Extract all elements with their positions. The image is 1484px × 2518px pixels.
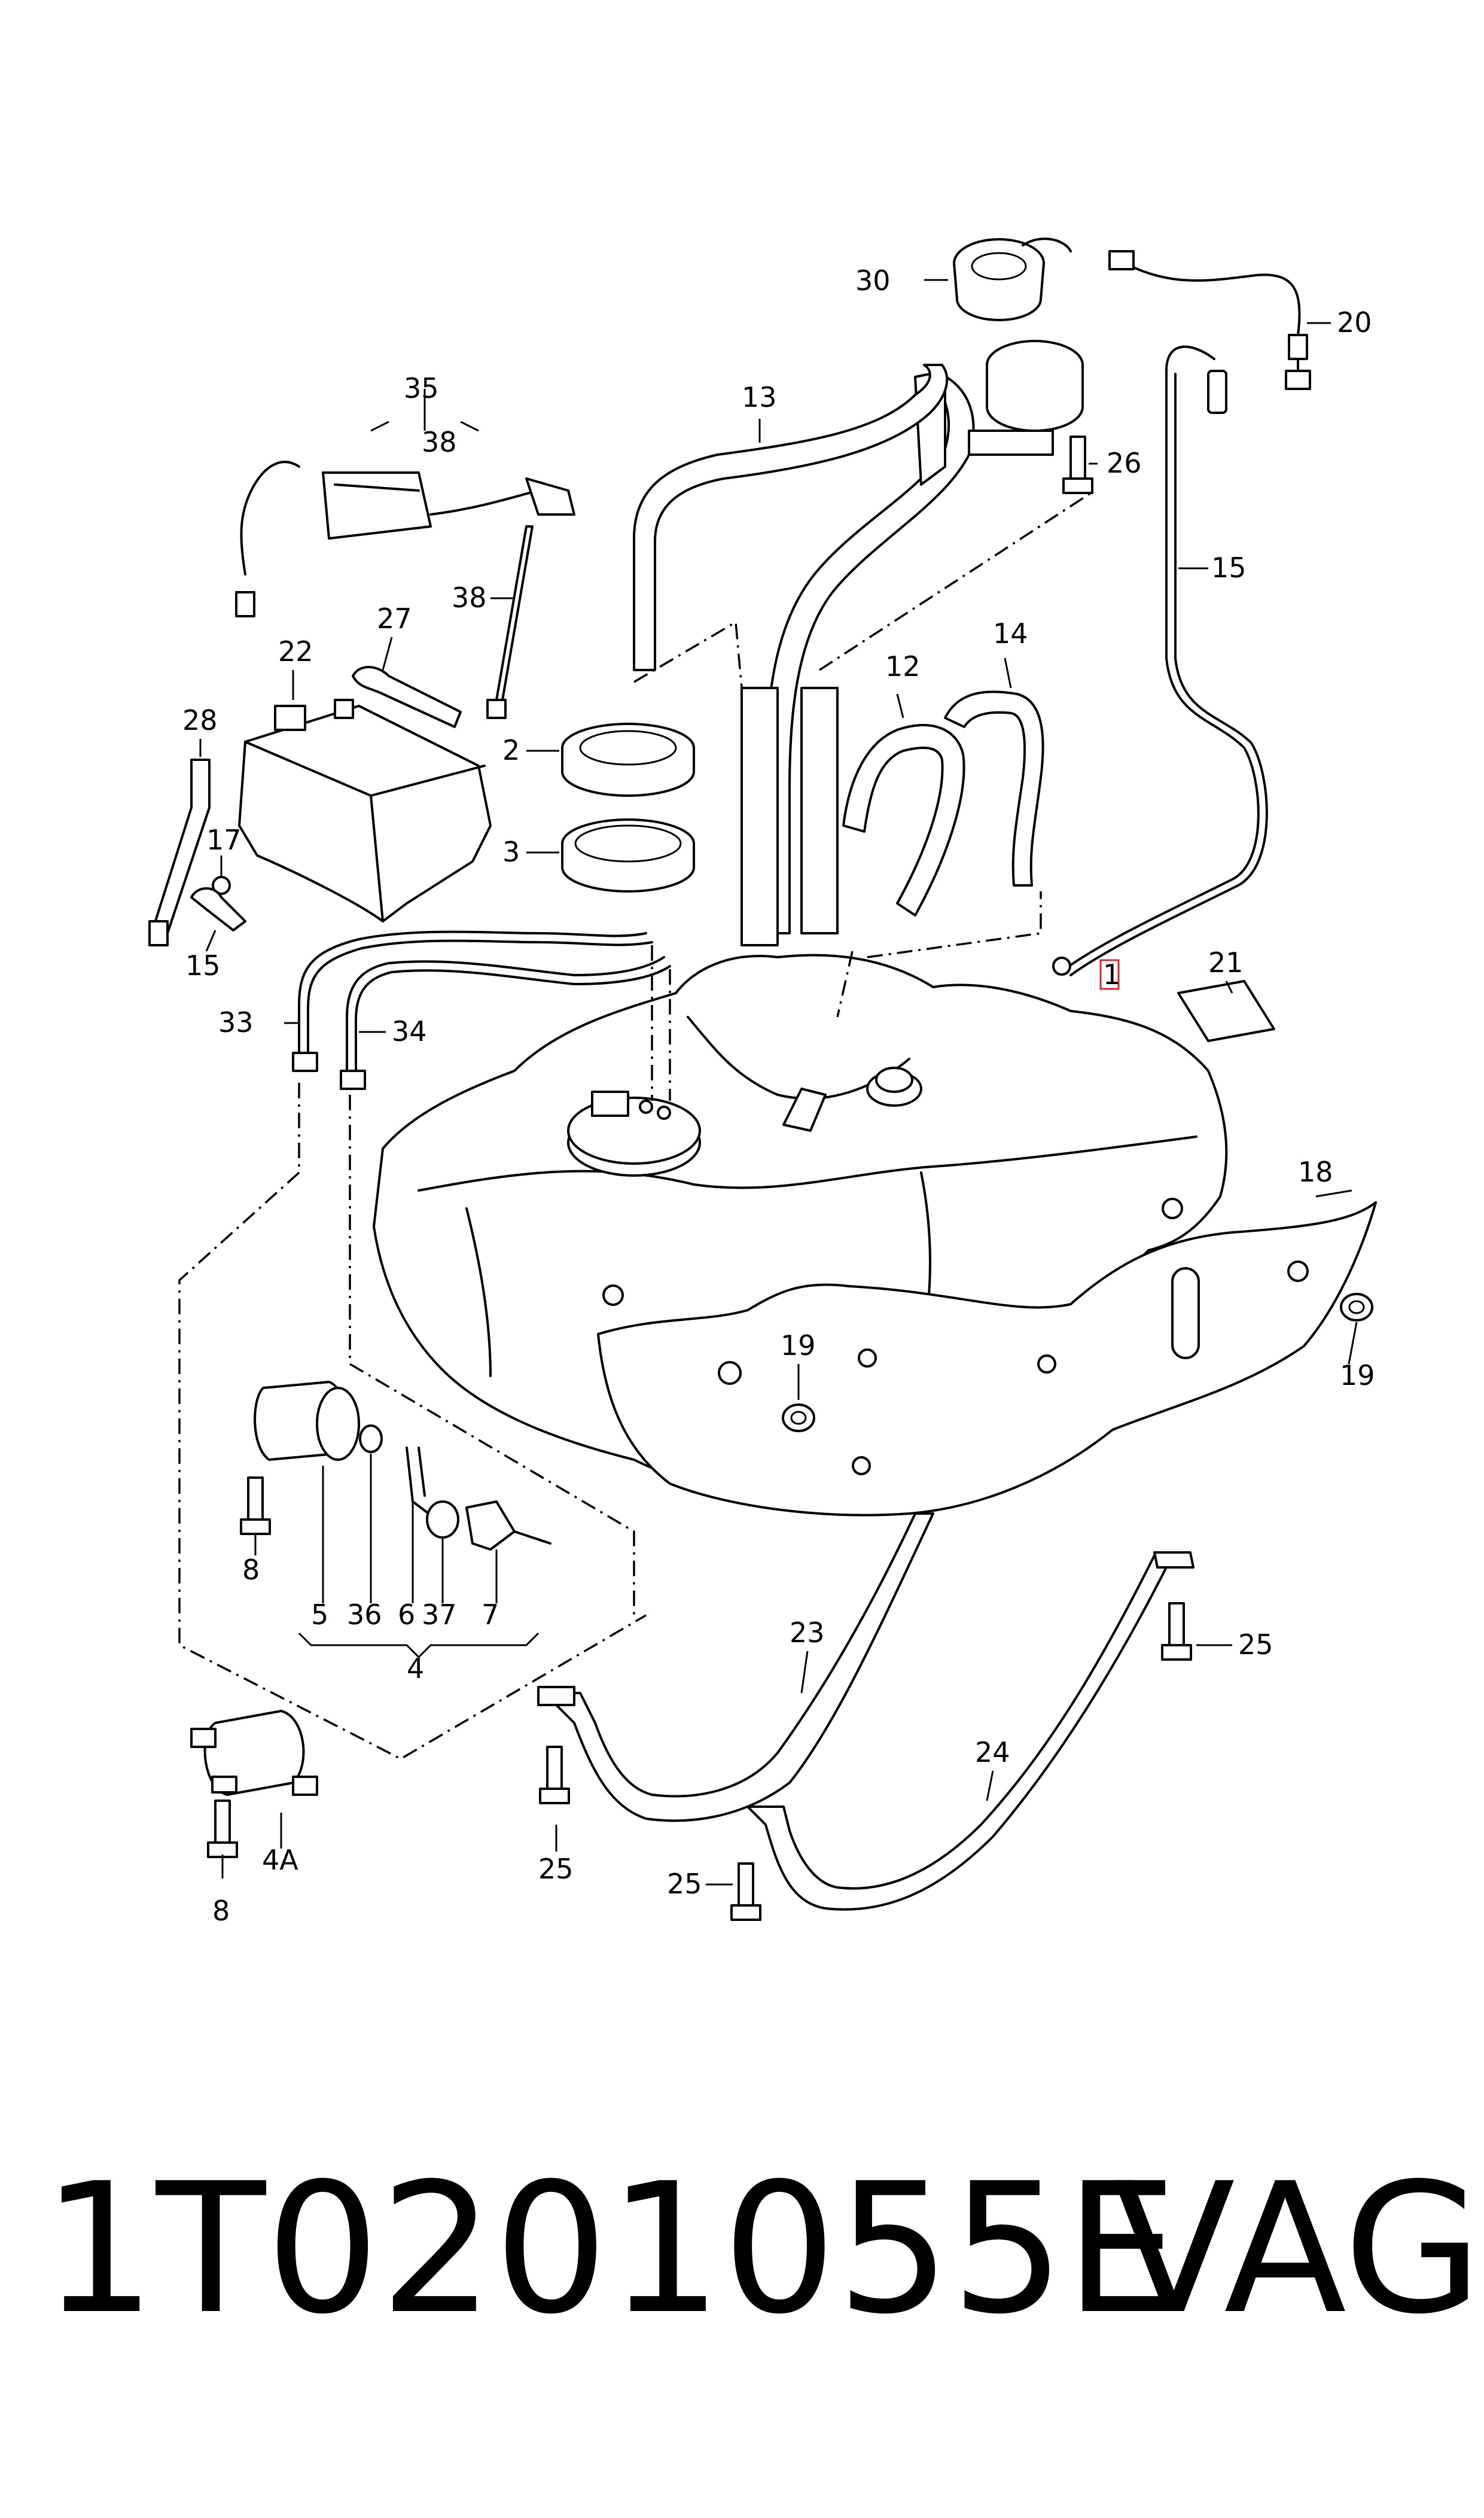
callout-15-left[interactable]: 15 — [185, 949, 221, 982]
callout-33[interactable]: 33 — [218, 1006, 254, 1039]
breather-hose-15[interactable] — [1052, 345, 1268, 976]
connector-15-left[interactable] — [190, 887, 246, 931]
bolt-25-c[interactable] — [1161, 1602, 1192, 1661]
callout-1-highlight — [1099, 959, 1120, 990]
part-number: 1T0201055E — [42, 2145, 1178, 2353]
callout-18[interactable]: 18 — [1298, 1156, 1333, 1188]
callout-15-right[interactable]: 15 — [1211, 552, 1247, 584]
callout-5[interactable]: 5 — [311, 1599, 328, 1631]
heat-shield[interactable] — [597, 1198, 1377, 1517]
bolt-8-lower[interactable] — [207, 1800, 238, 1858]
seal-ring[interactable] — [561, 818, 695, 893]
locking-ring[interactable] — [561, 723, 695, 797]
callout-19-right[interactable]: 19 — [1340, 1359, 1375, 1392]
wiring-harness-20[interactable] — [1108, 250, 1311, 390]
callout-14[interactable]: 14 — [993, 617, 1028, 650]
callout-34[interactable]: 34 — [392, 1015, 427, 1048]
callout-20[interactable]: 20 — [1337, 306, 1372, 339]
callout-8-upper[interactable]: 8 — [242, 1554, 260, 1586]
bolt-26[interactable] — [1062, 436, 1093, 494]
fuel-line-34[interactable] — [340, 956, 671, 1090]
callout-21[interactable]: 21 — [1208, 946, 1244, 979]
callout-1[interactable]: 1 — [1103, 958, 1120, 991]
callout-4[interactable]: 4 — [407, 1652, 424, 1685]
callout-8-lower[interactable]: 8 — [212, 1895, 230, 1927]
callout-7[interactable]: 7 — [482, 1599, 499, 1631]
callout-24[interactable]: 24 — [975, 1736, 1010, 1768]
hose-27[interactable] — [352, 666, 462, 728]
callout-26[interactable]: 26 — [1107, 447, 1142, 479]
callout-25-b[interactable]: 25 — [667, 1868, 702, 1900]
tank-strap-23[interactable] — [537, 1512, 934, 1822]
callout-25-a[interactable]: 25 — [538, 1853, 574, 1885]
adhesive-label[interactable] — [1177, 980, 1275, 1042]
callout-30[interactable]: 30 — [855, 264, 891, 297]
fuel-filter-4a[interactable] — [190, 1710, 318, 1796]
footer: 1T0201055E VAG — [0, 2130, 1484, 2369]
assembly-boundaries — [178, 489, 1095, 1760]
callout-12[interactable]: 12 — [885, 650, 921, 683]
evap-canister[interactable] — [238, 699, 492, 922]
callout-36[interactable]: 36 — [347, 1599, 382, 1631]
clamp-17[interactable] — [212, 876, 231, 895]
callout-27[interactable]: 27 — [377, 602, 412, 635]
callout-35[interactable]: 35 — [404, 372, 439, 404]
callout-13[interactable]: 13 — [742, 381, 777, 413]
grommet-19-right[interactable] — [1340, 1293, 1373, 1322]
filler-cap-housing[interactable] — [953, 238, 1072, 321]
callout-25-c[interactable]: 25 — [1238, 1628, 1273, 1661]
callout-2[interactable]: 2 — [502, 734, 520, 766]
callout-3[interactable]: 3 — [502, 836, 520, 868]
callout-labels: 1 2 3 4 4A 5 6 7 8 8 12 13 14 15 15 17 1… — [182, 264, 1375, 1927]
tank-strap-24[interactable] — [746, 1551, 1194, 1911]
hose-38[interactable] — [486, 525, 534, 719]
callout-23[interactable]: 23 — [790, 1616, 825, 1649]
callout-38-side[interactable]: 38 — [452, 581, 487, 614]
callout-22[interactable]: 22 — [278, 635, 313, 668]
callout-19-left[interactable]: 19 — [781, 1329, 816, 1362]
hose-14[interactable] — [944, 690, 1044, 887]
hose-28[interactable] — [148, 759, 211, 946]
bolt-25-a[interactable] — [539, 1746, 570, 1804]
hose-12[interactable] — [842, 724, 965, 917]
bolt-8-upper[interactable] — [240, 1476, 271, 1535]
grommet-19-left[interactable] — [782, 1403, 815, 1432]
fuel-line-33[interactable] — [292, 930, 653, 1072]
leader-lines — [199, 279, 1358, 1886]
callout-38-top[interactable]: 38 — [422, 426, 457, 458]
callout-6[interactable]: 6 — [398, 1599, 415, 1631]
callout-28[interactable]: 28 — [182, 704, 218, 736]
bolt-25-b[interactable] — [730, 1862, 761, 1921]
callout-37[interactable]: 37 — [422, 1599, 457, 1631]
filler-neck-bracket[interactable] — [968, 340, 1084, 456]
brand-name: VAG — [1113, 2145, 1483, 2353]
fuel-filter-assembly[interactable] — [254, 1381, 551, 1551]
callout-17[interactable]: 17 — [206, 824, 242, 856]
callout-4a[interactable]: 4A — [262, 1844, 298, 1876]
vent-hose-13[interactable] — [633, 364, 949, 671]
purge-valve[interactable] — [235, 461, 575, 617]
